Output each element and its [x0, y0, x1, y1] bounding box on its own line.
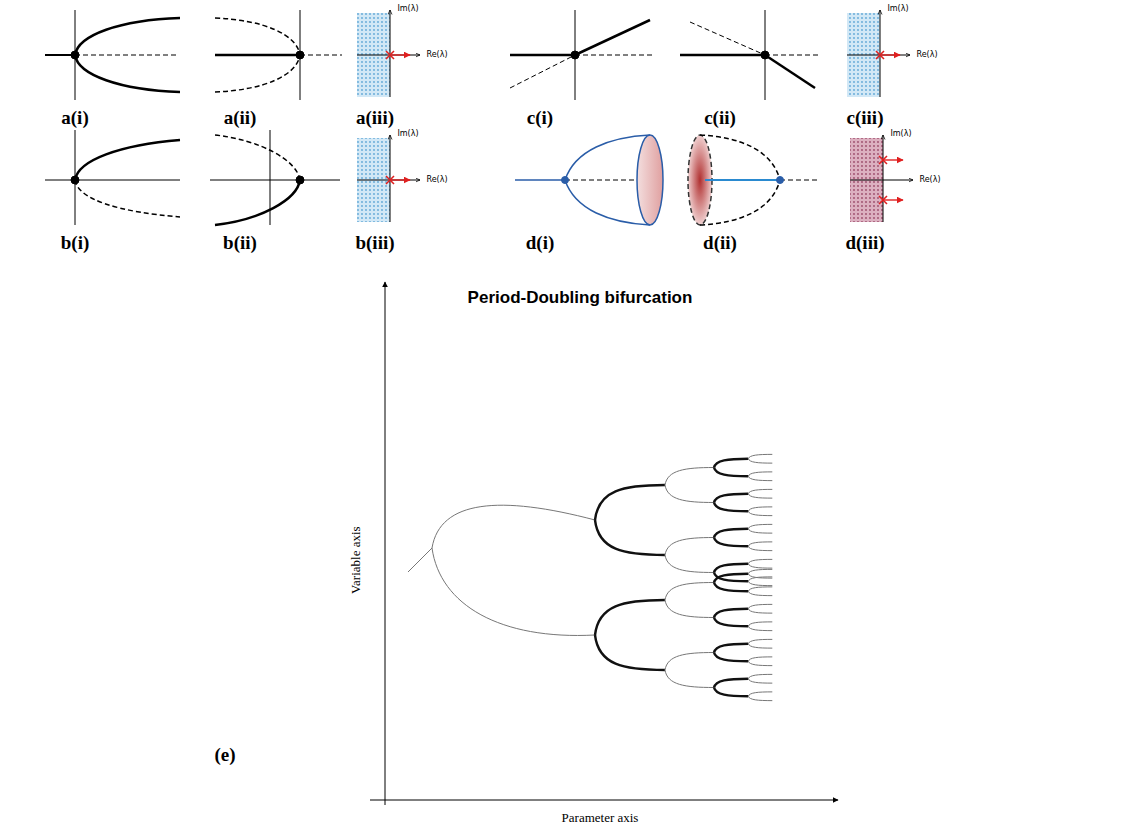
plot-label: d(iii) [845, 233, 884, 254]
branch-curve [748, 661, 772, 665]
plot-label: d(i) [526, 233, 555, 254]
real-axis [357, 180, 420, 181]
plot-label: b(iii) [355, 233, 394, 254]
plot-label: a(iii) [356, 108, 394, 129]
axis-label: Re(λ) [426, 176, 447, 185]
plot-label: c(iii) [847, 108, 884, 129]
branch-curve [595, 520, 665, 555]
imaginary-axis [880, 10, 881, 97]
branch-curve [748, 679, 772, 683]
branch-curve [714, 618, 748, 627]
branch-curve [714, 574, 748, 583]
imaginary-axis [883, 135, 884, 222]
branch-curve [748, 626, 772, 630]
branch-curve [665, 538, 714, 556]
branch-curve [748, 459, 772, 463]
branch-curve [748, 639, 772, 643]
branch-curve [748, 542, 772, 546]
branch-curve [665, 485, 714, 503]
branch-curve [714, 564, 748, 573]
branch-curve [748, 511, 772, 515]
branch-curve [714, 494, 748, 503]
branch-curve [748, 546, 772, 550]
imaginary-axis [390, 10, 391, 97]
branch-curve [748, 622, 772, 626]
branch-curve [714, 609, 748, 618]
branch-curve [714, 583, 748, 592]
real-axis [357, 55, 420, 56]
branch-curve [748, 644, 772, 648]
branch-curve [748, 476, 772, 480]
branch-curve [714, 503, 748, 512]
branch-curve [748, 581, 772, 585]
branch-curve [748, 454, 772, 458]
branch-curve [748, 696, 772, 700]
branch-curve [748, 559, 772, 563]
branch-curve [748, 494, 772, 498]
branch-curve [665, 468, 714, 486]
real-axis [847, 55, 910, 56]
branch-curve [748, 507, 772, 511]
branch-curve [748, 564, 772, 568]
plot-label: c(i) [527, 108, 553, 129]
branch-curve [595, 635, 665, 670]
branch-curve [748, 529, 772, 533]
axis-label: Re(λ) [426, 51, 447, 60]
branch-curve [714, 653, 748, 662]
branch-curve [748, 674, 772, 678]
plot-label: a(ii) [224, 108, 257, 129]
branch-curve [748, 569, 772, 573]
eigenvalue-arrow [390, 179, 410, 180]
branch-curve [748, 604, 772, 608]
axis-label: Re(λ) [919, 176, 940, 185]
axis-label: Im(λ) [887, 5, 908, 14]
branch-curve [748, 591, 772, 595]
branch-curve [595, 485, 665, 520]
branch-curve [665, 670, 714, 688]
branch-curve [748, 609, 772, 613]
imaginary-axis [390, 135, 391, 222]
eigenvalue-arrow [880, 54, 900, 55]
axis-label: Im(λ) [397, 130, 418, 139]
branch-curve [748, 692, 772, 696]
branch-curve [408, 548, 432, 572]
eigenvalue-arrow [883, 159, 903, 160]
axis-label: Im(λ) [397, 5, 418, 14]
branch-curve [714, 529, 748, 538]
axis-label: Im(λ) [890, 130, 911, 139]
real-axis [850, 180, 913, 181]
axis-label: Re(λ) [916, 51, 937, 60]
chart-title: Period-Doubling bifurcation [468, 289, 693, 308]
branch-curve [432, 548, 595, 635]
plot-label: b(i) [61, 233, 90, 254]
branch-curve [748, 489, 772, 493]
branch-curve [714, 644, 748, 653]
branch-curve [714, 538, 748, 547]
plot-label: a(i) [61, 108, 88, 129]
axis-title: Parameter axis [562, 811, 639, 825]
branch-curve [748, 472, 772, 476]
plot-label: c(ii) [704, 108, 736, 129]
plot-label: (e) [214, 745, 235, 766]
branch-curve [665, 653, 714, 671]
branch-curve [665, 600, 714, 618]
eigenvalue-arrow [883, 199, 903, 200]
branch-curve [432, 505, 595, 548]
plot-label: b(ii) [223, 233, 257, 254]
branch-curve [748, 657, 772, 661]
branch-curve [748, 574, 772, 578]
branch-curve [665, 555, 714, 573]
branch-curve [714, 468, 748, 477]
axis-title: Variable axis [349, 526, 363, 594]
branch-curve [595, 600, 665, 635]
branch-curve [748, 587, 772, 591]
branch-curve [748, 524, 772, 528]
branch-curve [665, 583, 714, 601]
branch-curve [714, 688, 748, 697]
plot-label: d(ii) [703, 233, 737, 254]
branch-curve [714, 679, 748, 688]
eigenvalue-arrow [390, 54, 410, 55]
branch-curve [714, 459, 748, 468]
